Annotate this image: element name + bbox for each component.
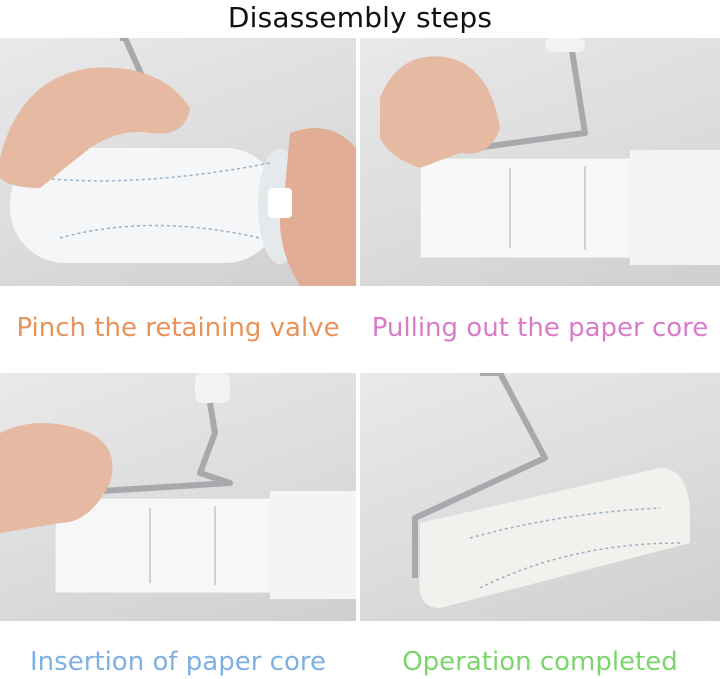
lint-roller [10, 148, 280, 263]
paper-roll [270, 491, 356, 599]
step-3-photo [0, 373, 356, 621]
step-1-illustration [0, 38, 356, 286]
step-1-caption: Pinch the retaining valve [16, 313, 340, 343]
step-1-photo [0, 38, 356, 286]
lint-roller [419, 468, 690, 608]
step-2-photo [360, 38, 720, 286]
step-2-illustration [380, 38, 720, 265]
step-2-caption: Pulling out the paper core [371, 313, 709, 343]
step-4-caption: Operation completed [402, 647, 678, 677]
step-3-illustration [0, 373, 356, 599]
paper-roll [630, 150, 720, 265]
page-title: Disassembly steps [227, 1, 493, 34]
paper-core [54, 497, 276, 594]
step-4-illustration [412, 373, 690, 608]
paper-core [419, 157, 641, 259]
step-4-photo [360, 373, 720, 621]
step-3-caption: Insertion of paper core [30, 647, 326, 677]
retaining-valve [268, 188, 292, 218]
